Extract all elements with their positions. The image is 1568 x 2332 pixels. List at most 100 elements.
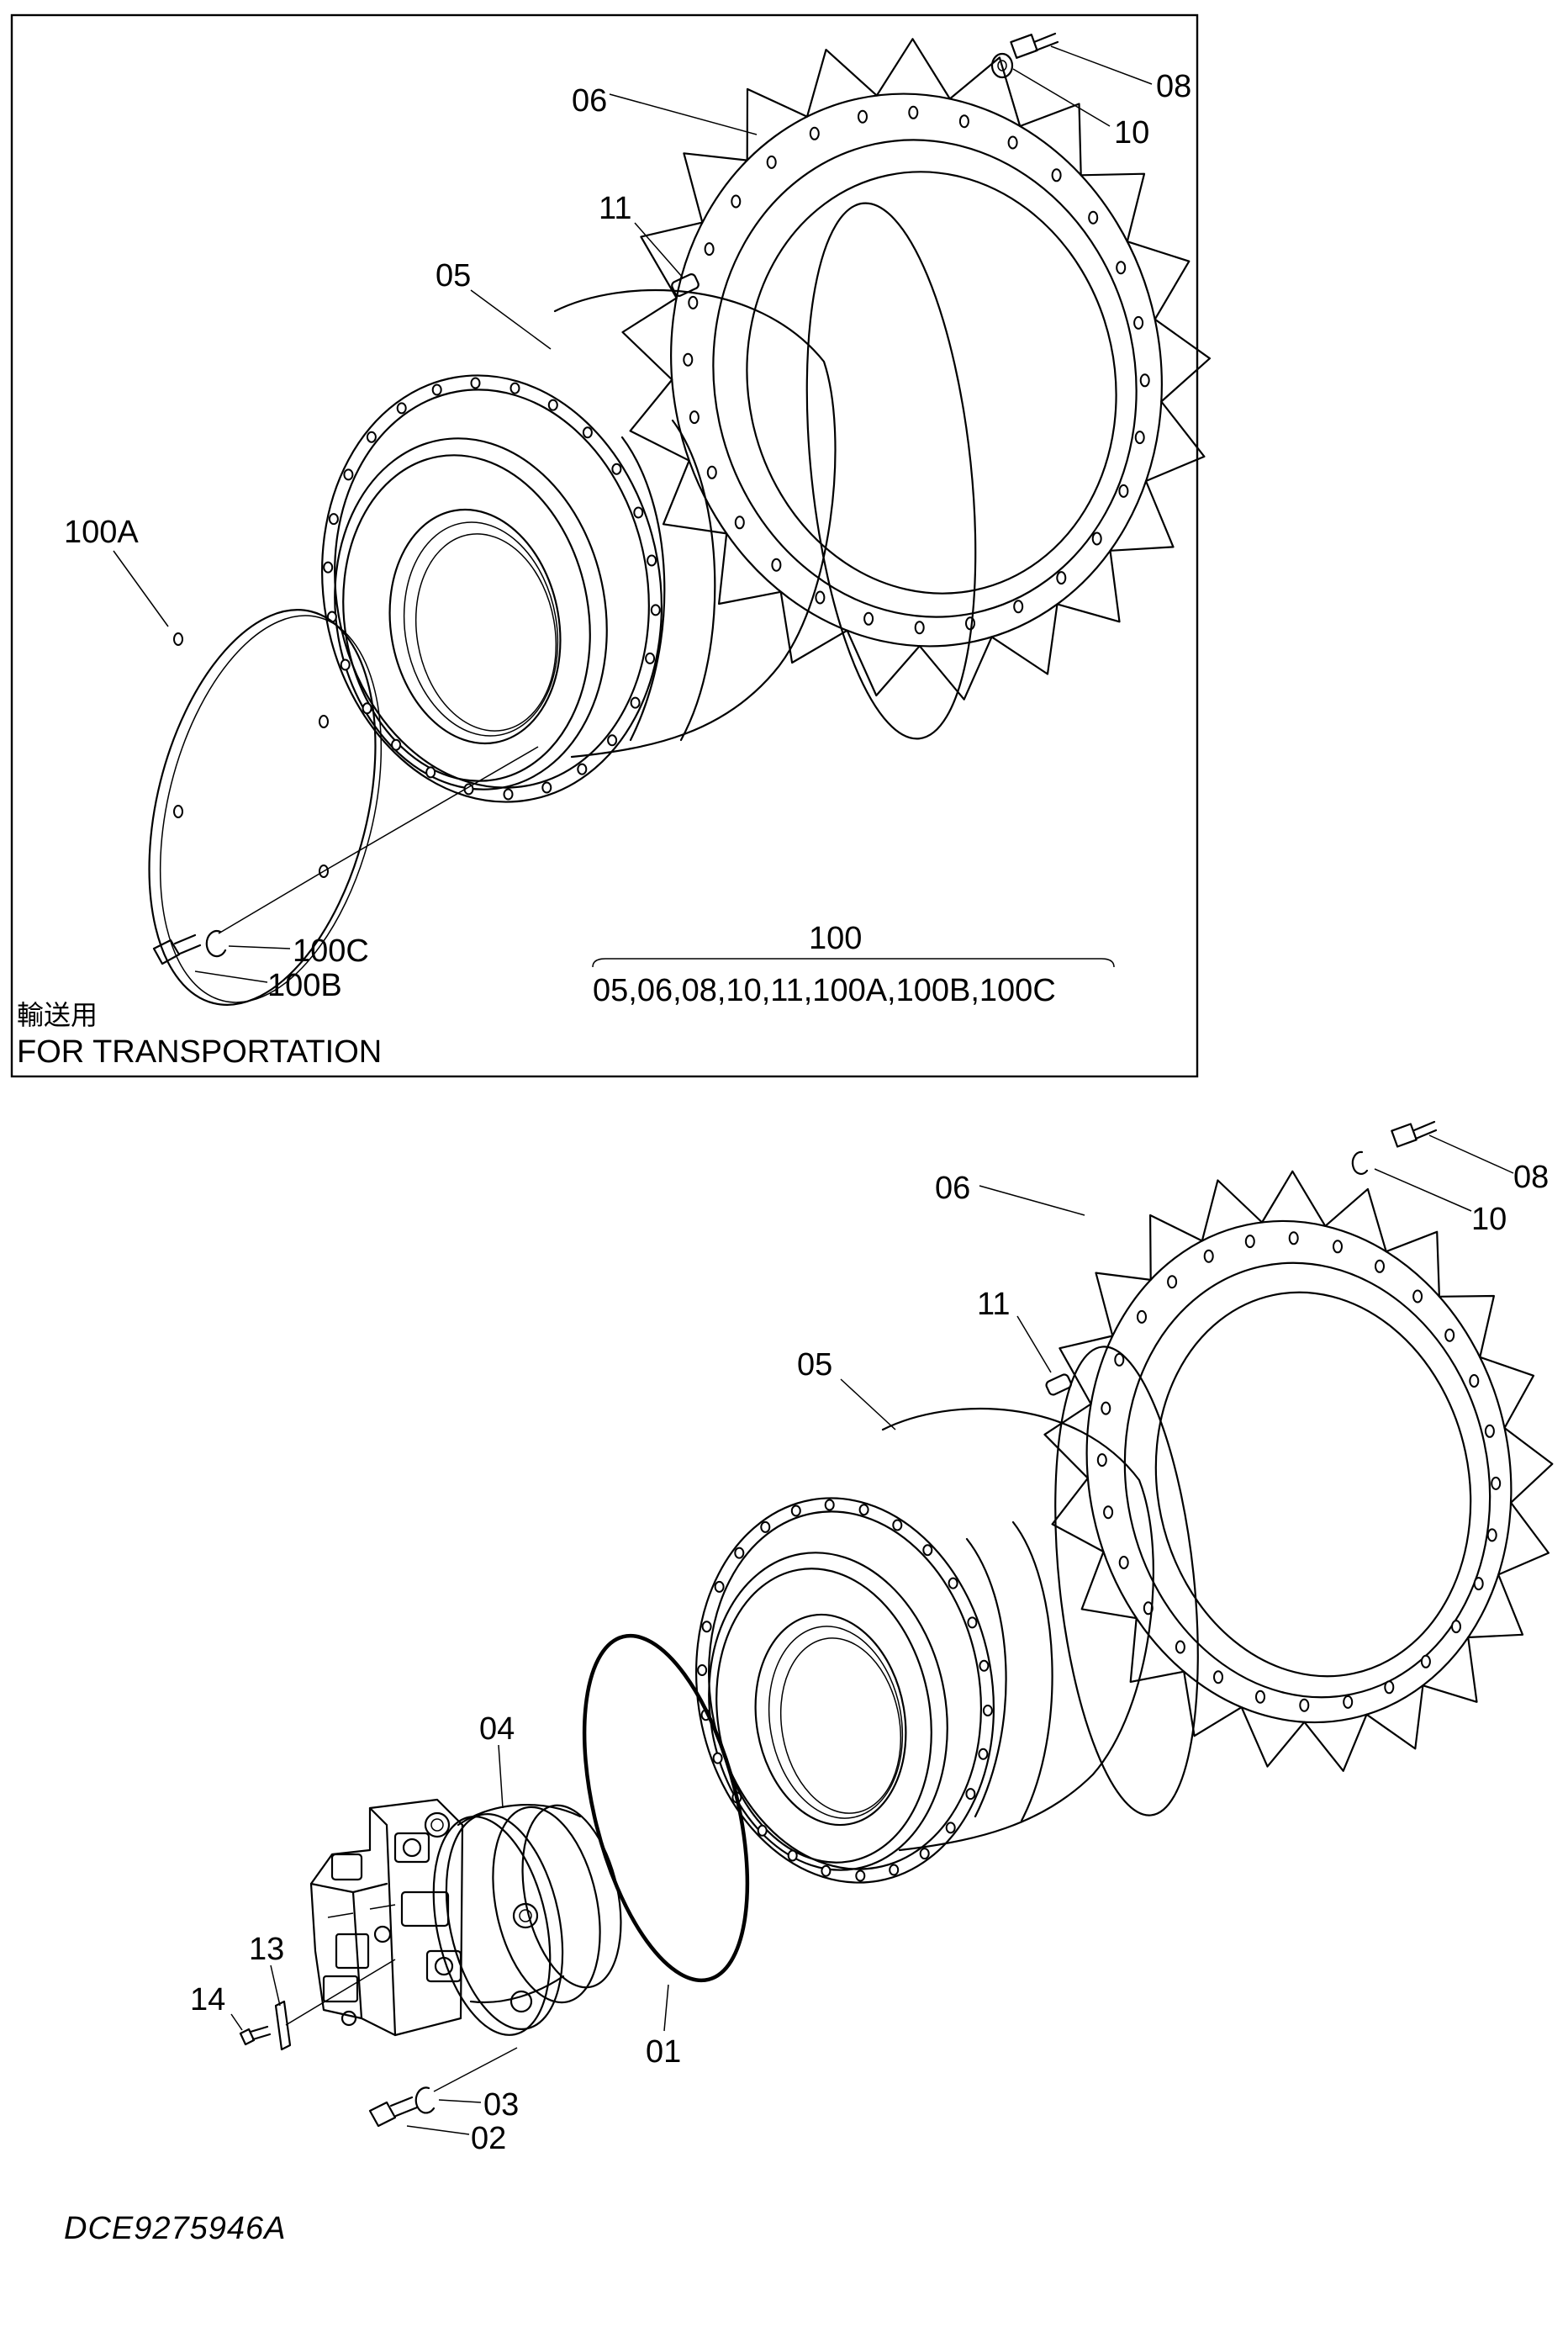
bolt-14 <box>239 2025 272 2046</box>
plate-13 <box>274 1959 396 2051</box>
cover-100A <box>148 609 539 1006</box>
bolt-hole <box>1484 1424 1495 1438</box>
bolt-hole <box>1091 531 1102 546</box>
bolt-hole <box>704 242 715 256</box>
bolt-hole <box>697 1664 708 1676</box>
bolt-08-top <box>1010 32 1059 59</box>
bolt-hole <box>633 506 644 519</box>
bolt-hole <box>858 109 868 124</box>
bolt-hole <box>582 426 593 439</box>
bolt-hole <box>978 1748 989 1760</box>
bolt-hole <box>858 1504 869 1516</box>
callout-14: 14 <box>190 1982 225 2017</box>
bolt-hole <box>470 377 481 389</box>
bolt-hole <box>760 1520 771 1533</box>
callout-04: 04 <box>479 1711 515 1747</box>
bolt-hole <box>790 1504 801 1517</box>
inset-frame <box>10 13 1199 1078</box>
callout-02: 02 <box>471 2121 506 2156</box>
bolt-hole <box>688 295 699 309</box>
bolt-hole <box>948 1577 958 1589</box>
bolt-hole <box>863 611 874 626</box>
bolt-hole <box>391 738 402 751</box>
bolt-hole <box>340 658 351 671</box>
callout-05: 05 <box>797 1347 832 1383</box>
bolt-hole <box>577 763 588 775</box>
washer-100C <box>205 930 227 958</box>
bolt-hole <box>712 1752 723 1764</box>
bolt-hole <box>1255 1690 1265 1704</box>
bolt-hole <box>1299 1698 1310 1712</box>
callout-08-top: 08 <box>1156 69 1191 104</box>
bolt-hole <box>919 1848 930 1860</box>
transport-note-jp: 輸送用 <box>17 999 98 1031</box>
bolt-hole <box>1203 1249 1214 1263</box>
bolt-hole <box>855 1869 866 1882</box>
callout-11-top: 11 <box>599 191 631 226</box>
travel-motor-04 <box>309 1798 622 2037</box>
bolt-hole <box>1343 1695 1354 1709</box>
bolt-hole <box>1118 1556 1129 1569</box>
assembly-number: 100 <box>809 921 862 956</box>
bolt-02 <box>368 2096 419 2128</box>
bolt-hole <box>1412 1289 1423 1303</box>
bolt-hole <box>509 382 520 394</box>
bolt-hole <box>734 516 745 530</box>
bolt-hole <box>734 1547 745 1559</box>
washer-10 <box>1351 1150 1369 1175</box>
bolt-hole <box>892 1519 903 1531</box>
bolt-hole <box>1139 373 1150 388</box>
bolt-hole <box>1384 1680 1395 1695</box>
drawing-code: DCE9275946A <box>64 2211 287 2246</box>
callout-10: 10 <box>1471 1202 1507 1237</box>
bolt-hole <box>958 114 969 129</box>
callout-05-top: 05 <box>436 258 471 293</box>
bolt-hole <box>683 352 694 367</box>
bolt-hole <box>1088 210 1099 225</box>
bolt-hole <box>362 702 372 715</box>
bolt-08 <box>1391 1120 1438 1148</box>
callout-100B: 100B <box>267 968 342 1003</box>
main-assembly: 06 08 10 11 05 04 01 13 14 03 02 <box>190 1120 1554 2156</box>
callout-11: 11 <box>977 1287 1010 1322</box>
washer-03 <box>414 2047 518 2114</box>
pin-11-top <box>671 273 700 297</box>
bolt-hole <box>706 465 717 479</box>
bolt-hole <box>1451 1620 1461 1634</box>
bolt-hole <box>1473 1577 1484 1591</box>
callout-100C: 100C <box>293 933 369 969</box>
bolt-hole <box>431 383 442 396</box>
bolt-hole <box>1114 1352 1125 1367</box>
bolt-hole <box>809 126 820 140</box>
callout-06-top: 06 <box>572 83 607 119</box>
bolt-hole <box>914 621 925 635</box>
bolt-hole <box>757 1824 768 1837</box>
transport-inset: 06 08 10 11 05 100A 100C 100B 100 05,06,… <box>10 13 1211 1078</box>
bolt-hole <box>650 604 661 616</box>
bolt-hole <box>343 468 354 481</box>
bolt-hole <box>1056 571 1067 585</box>
bolt-hole <box>1213 1670 1223 1684</box>
bolt-hole <box>1244 1235 1255 1249</box>
hub-05-top <box>321 202 977 803</box>
bolt-hole <box>396 402 407 415</box>
bolt-hole <box>607 734 618 747</box>
bolt-hole <box>945 1822 956 1834</box>
bolt-hole <box>611 463 622 475</box>
sprocket-06-top <box>621 38 1211 701</box>
bolt-hole <box>766 155 777 169</box>
bolt-hole <box>323 561 334 574</box>
bolt-hole <box>645 652 656 664</box>
callout-08: 08 <box>1513 1160 1549 1195</box>
hub-05 <box>694 1346 1199 1884</box>
bolt-hole <box>1103 1505 1114 1520</box>
bolt-hole <box>731 194 742 209</box>
washer-10-top <box>990 52 1014 79</box>
bolt-hole <box>824 1499 835 1511</box>
transport-note-en: FOR TRANSPORTATION <box>17 1034 382 1070</box>
callout-10-top: 10 <box>1114 115 1149 151</box>
pin-11 <box>1045 1373 1072 1396</box>
bolt-hole <box>328 513 339 526</box>
bolt-hole <box>771 558 782 572</box>
